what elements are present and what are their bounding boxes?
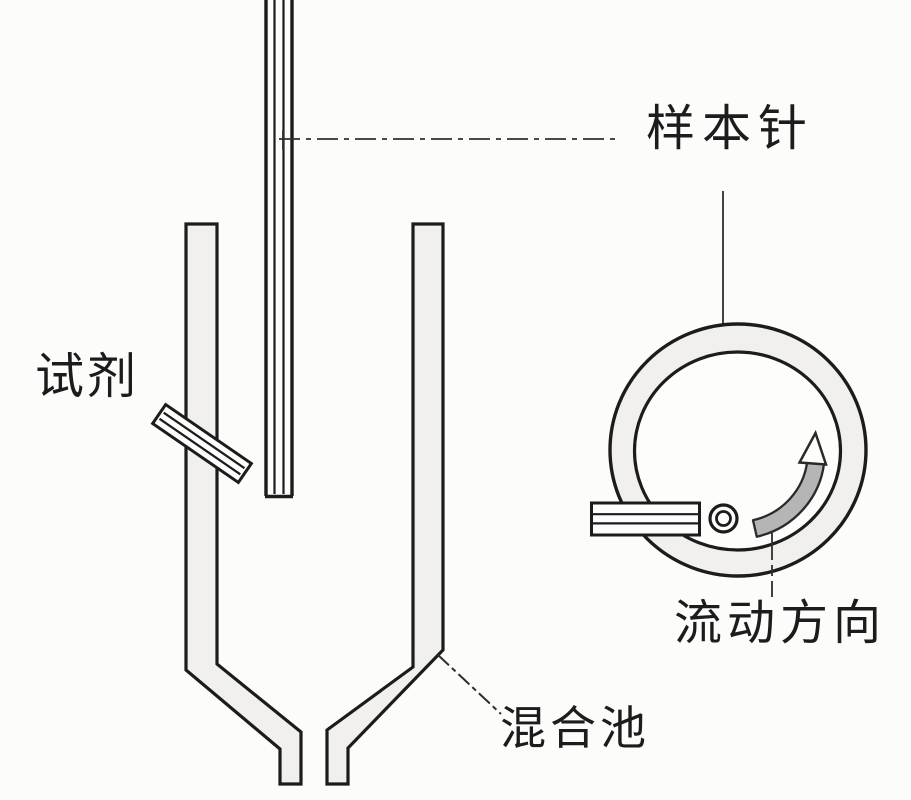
inlet-tube-top-view xyxy=(590,501,701,537)
reagent-tube-outline xyxy=(150,402,254,485)
mixing-chamber-top-view xyxy=(590,322,868,578)
reagent-tube-bore-line-bottom xyxy=(158,417,241,476)
mixing-vessel-right-wall xyxy=(325,222,445,786)
mixing-pool-leader-line xyxy=(437,654,502,715)
mixing-vessel-left-wall xyxy=(184,222,303,786)
reagent-tube-bore-line-top xyxy=(163,411,246,470)
label-mixing-pool: 混合池 xyxy=(500,703,650,754)
sample-needle-body xyxy=(264,0,294,497)
sample-needle-tube xyxy=(264,0,294,499)
label-reagent: 试剂 xyxy=(35,349,140,404)
flow-direction-arrowhead-icon xyxy=(797,429,828,466)
label-flow-direction: 流动方向 xyxy=(674,597,887,650)
reagent-inlet-tube xyxy=(150,402,254,485)
needle-cross-section-inner xyxy=(715,510,732,527)
inlet-tube-outline xyxy=(590,501,701,537)
label-sample-needle: 样本针 xyxy=(646,101,815,156)
